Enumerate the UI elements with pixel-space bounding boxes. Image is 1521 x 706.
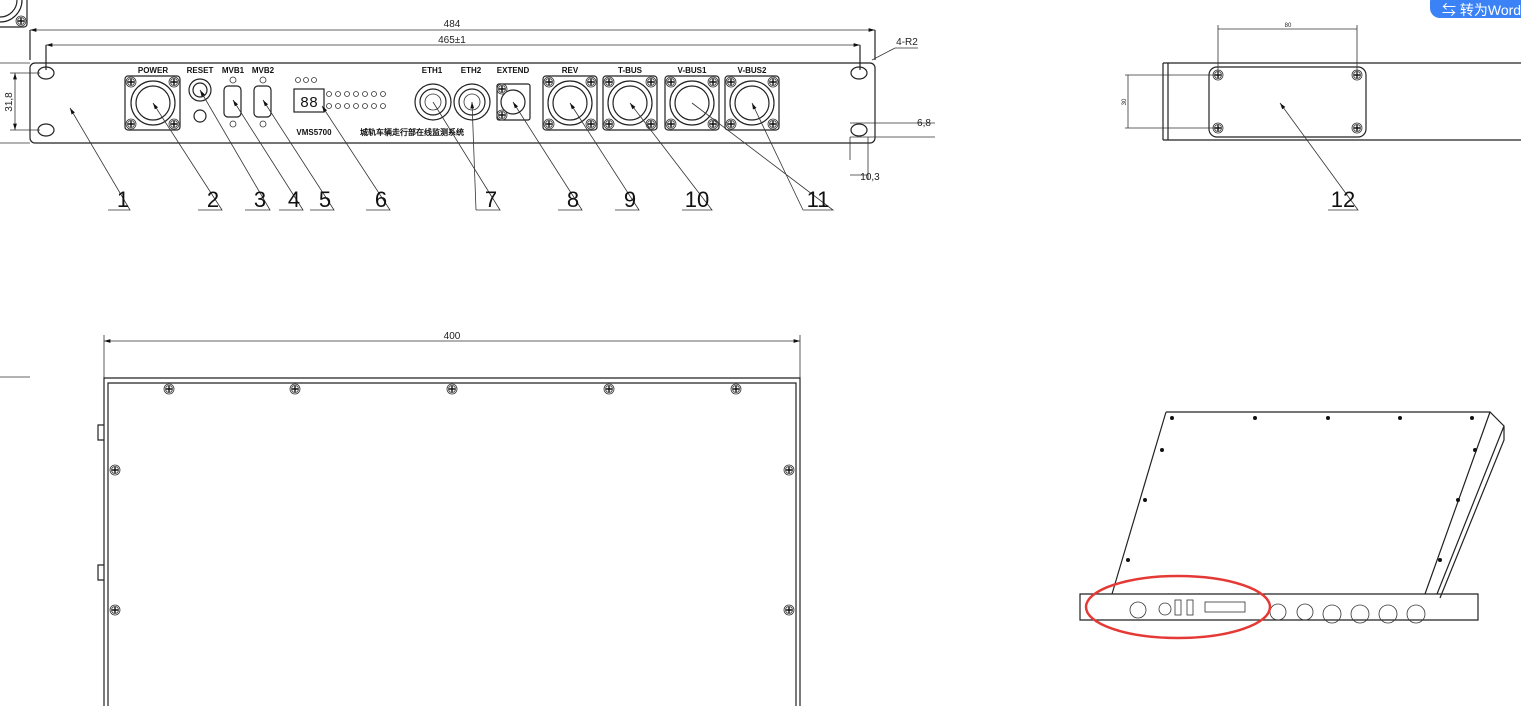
convert-to-word-button[interactable]: ⇆ 转为Word: [1430, 0, 1521, 18]
model-label: VMS5700: [296, 128, 332, 137]
side-view: 80 30 12: [1122, 23, 1521, 212]
svg-text:88: 88: [300, 95, 318, 112]
label-rev: REV: [562, 66, 579, 75]
dim-31-8: 31,8: [4, 92, 15, 112]
callout-3: 3: [254, 187, 266, 212]
dim-6-8: 6,8: [917, 118, 931, 129]
callout-10: 10: [685, 187, 709, 212]
label-eth2: ETH2: [461, 66, 482, 75]
dim-400: 400: [444, 331, 461, 342]
front-view: 484 465±1 4-R2 31,8 6,8 10,3 POWER RESET…: [0, 0, 935, 212]
callout-1: 1: [117, 187, 129, 212]
callout-11: 11: [807, 187, 830, 212]
isometric-view: [1079, 411, 1505, 640]
label-eth1: ETH1: [422, 66, 443, 75]
label-power: POWER: [138, 66, 168, 75]
dim-80: 80: [1285, 23, 1292, 29]
callout-9: 9: [624, 187, 636, 212]
dim-484: 484: [444, 19, 461, 30]
top-view: 400: [0, 331, 801, 706]
dim-4-r2: 4-R2: [896, 37, 918, 48]
label-extend: EXTEND: [497, 66, 530, 75]
label-mvb2: MVB2: [252, 66, 275, 75]
system-name-label: 城轨车辆走行部在线监测系统: [360, 127, 464, 137]
dim-465: 465±1: [438, 35, 466, 46]
callout-7: 7: [485, 187, 497, 212]
dim-10-3: 10,3: [860, 172, 880, 183]
callout-8: 8: [567, 187, 579, 212]
label-t-bus: T-BUS: [618, 66, 643, 75]
callout-6: 6: [375, 187, 387, 212]
label-mvb1: MVB1: [222, 66, 245, 75]
highlight-ellipse: [1084, 574, 1272, 640]
label-v-bus2: V-BUS2: [738, 66, 767, 75]
callout-2: 2: [207, 187, 219, 212]
dim-30: 30: [1122, 98, 1128, 105]
label-v-bus1: V-BUS1: [678, 66, 707, 75]
label-reset: RESET: [187, 66, 214, 75]
callout-4: 4: [288, 187, 300, 212]
callout-5: 5: [319, 187, 331, 212]
callout-12: 12: [1331, 187, 1355, 212]
